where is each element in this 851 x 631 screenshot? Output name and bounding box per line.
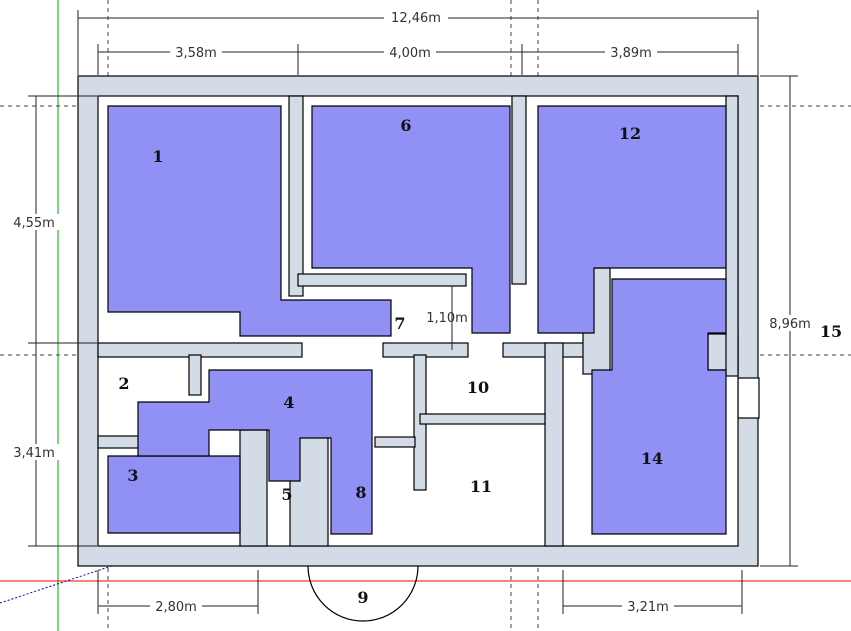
dim-seg-left: 3,58m (175, 46, 217, 61)
wall-v-5a (239, 429, 268, 547)
room-label-12: 12 (619, 124, 641, 143)
wall-v-2 (511, 95, 527, 285)
room-label-9: 9 (357, 588, 368, 607)
right-wall-notch (737, 377, 760, 419)
dim-bg-left-lower (8, 444, 60, 460)
room-label-6: 6 (400, 116, 411, 135)
room-6-area (311, 105, 511, 334)
room-label-8: 8 (355, 483, 366, 502)
dim-bg-left (170, 43, 222, 59)
wall-h-6 (297, 273, 467, 287)
dim-bg-right-height (764, 315, 816, 331)
dim-bg-bottom-right (622, 598, 674, 614)
room-label-7: 7 (394, 314, 405, 333)
dim-bg-bottom-left (150, 598, 202, 614)
room-label-3: 3 (127, 466, 138, 485)
room-label-4: 4 (283, 393, 294, 412)
wall-h-8 (374, 436, 416, 448)
dim-inner-gap: 1,10m (426, 311, 468, 326)
room-1-area (107, 105, 392, 337)
dim-right-height: 8,96m (769, 317, 811, 332)
wall-v-12 (725, 95, 739, 377)
room-label-1: 1 (152, 147, 163, 166)
room-label-10: 10 (467, 378, 489, 397)
dim-left-upper: 4,55m (13, 216, 55, 231)
wall-v-11 (544, 342, 564, 547)
door-arc (307, 565, 419, 622)
rooms (107, 105, 727, 535)
wall-v-1 (288, 95, 304, 297)
dim-bg-mid (384, 43, 436, 59)
room-label-14: 14 (641, 449, 663, 468)
dim-bottom-right: 3,21m (627, 600, 669, 615)
room-label-11: 11 (470, 477, 492, 496)
dimension-labels: 12,46m 3,58m 4,00m 3,89m 4,55m 3,41m 8,9… (8, 9, 816, 615)
dim-bg-left-upper (8, 214, 60, 230)
room-label-15: 15 (820, 322, 842, 341)
dim-bg-total (384, 9, 448, 25)
dim-bottom-left: 2,80m (155, 600, 197, 615)
room-label-2: 2 (118, 374, 129, 393)
wall-h-11 (419, 413, 546, 425)
room-12-area (537, 105, 727, 334)
wall-v-2a (188, 354, 202, 396)
room-14-area (591, 278, 727, 535)
dim-total-width: 12,46m (391, 11, 441, 26)
dim-bg-right (605, 43, 657, 59)
room-4-area (137, 369, 373, 535)
dim-seg-mid: 4,00m (389, 46, 431, 61)
dim-seg-right: 3,89m (610, 46, 652, 61)
room-labels: 1 2 3 4 5 6 7 8 9 10 11 12 14 15 (118, 116, 842, 607)
dim-left-lower: 3,41m (13, 446, 55, 461)
room-label-5: 5 (281, 485, 292, 504)
